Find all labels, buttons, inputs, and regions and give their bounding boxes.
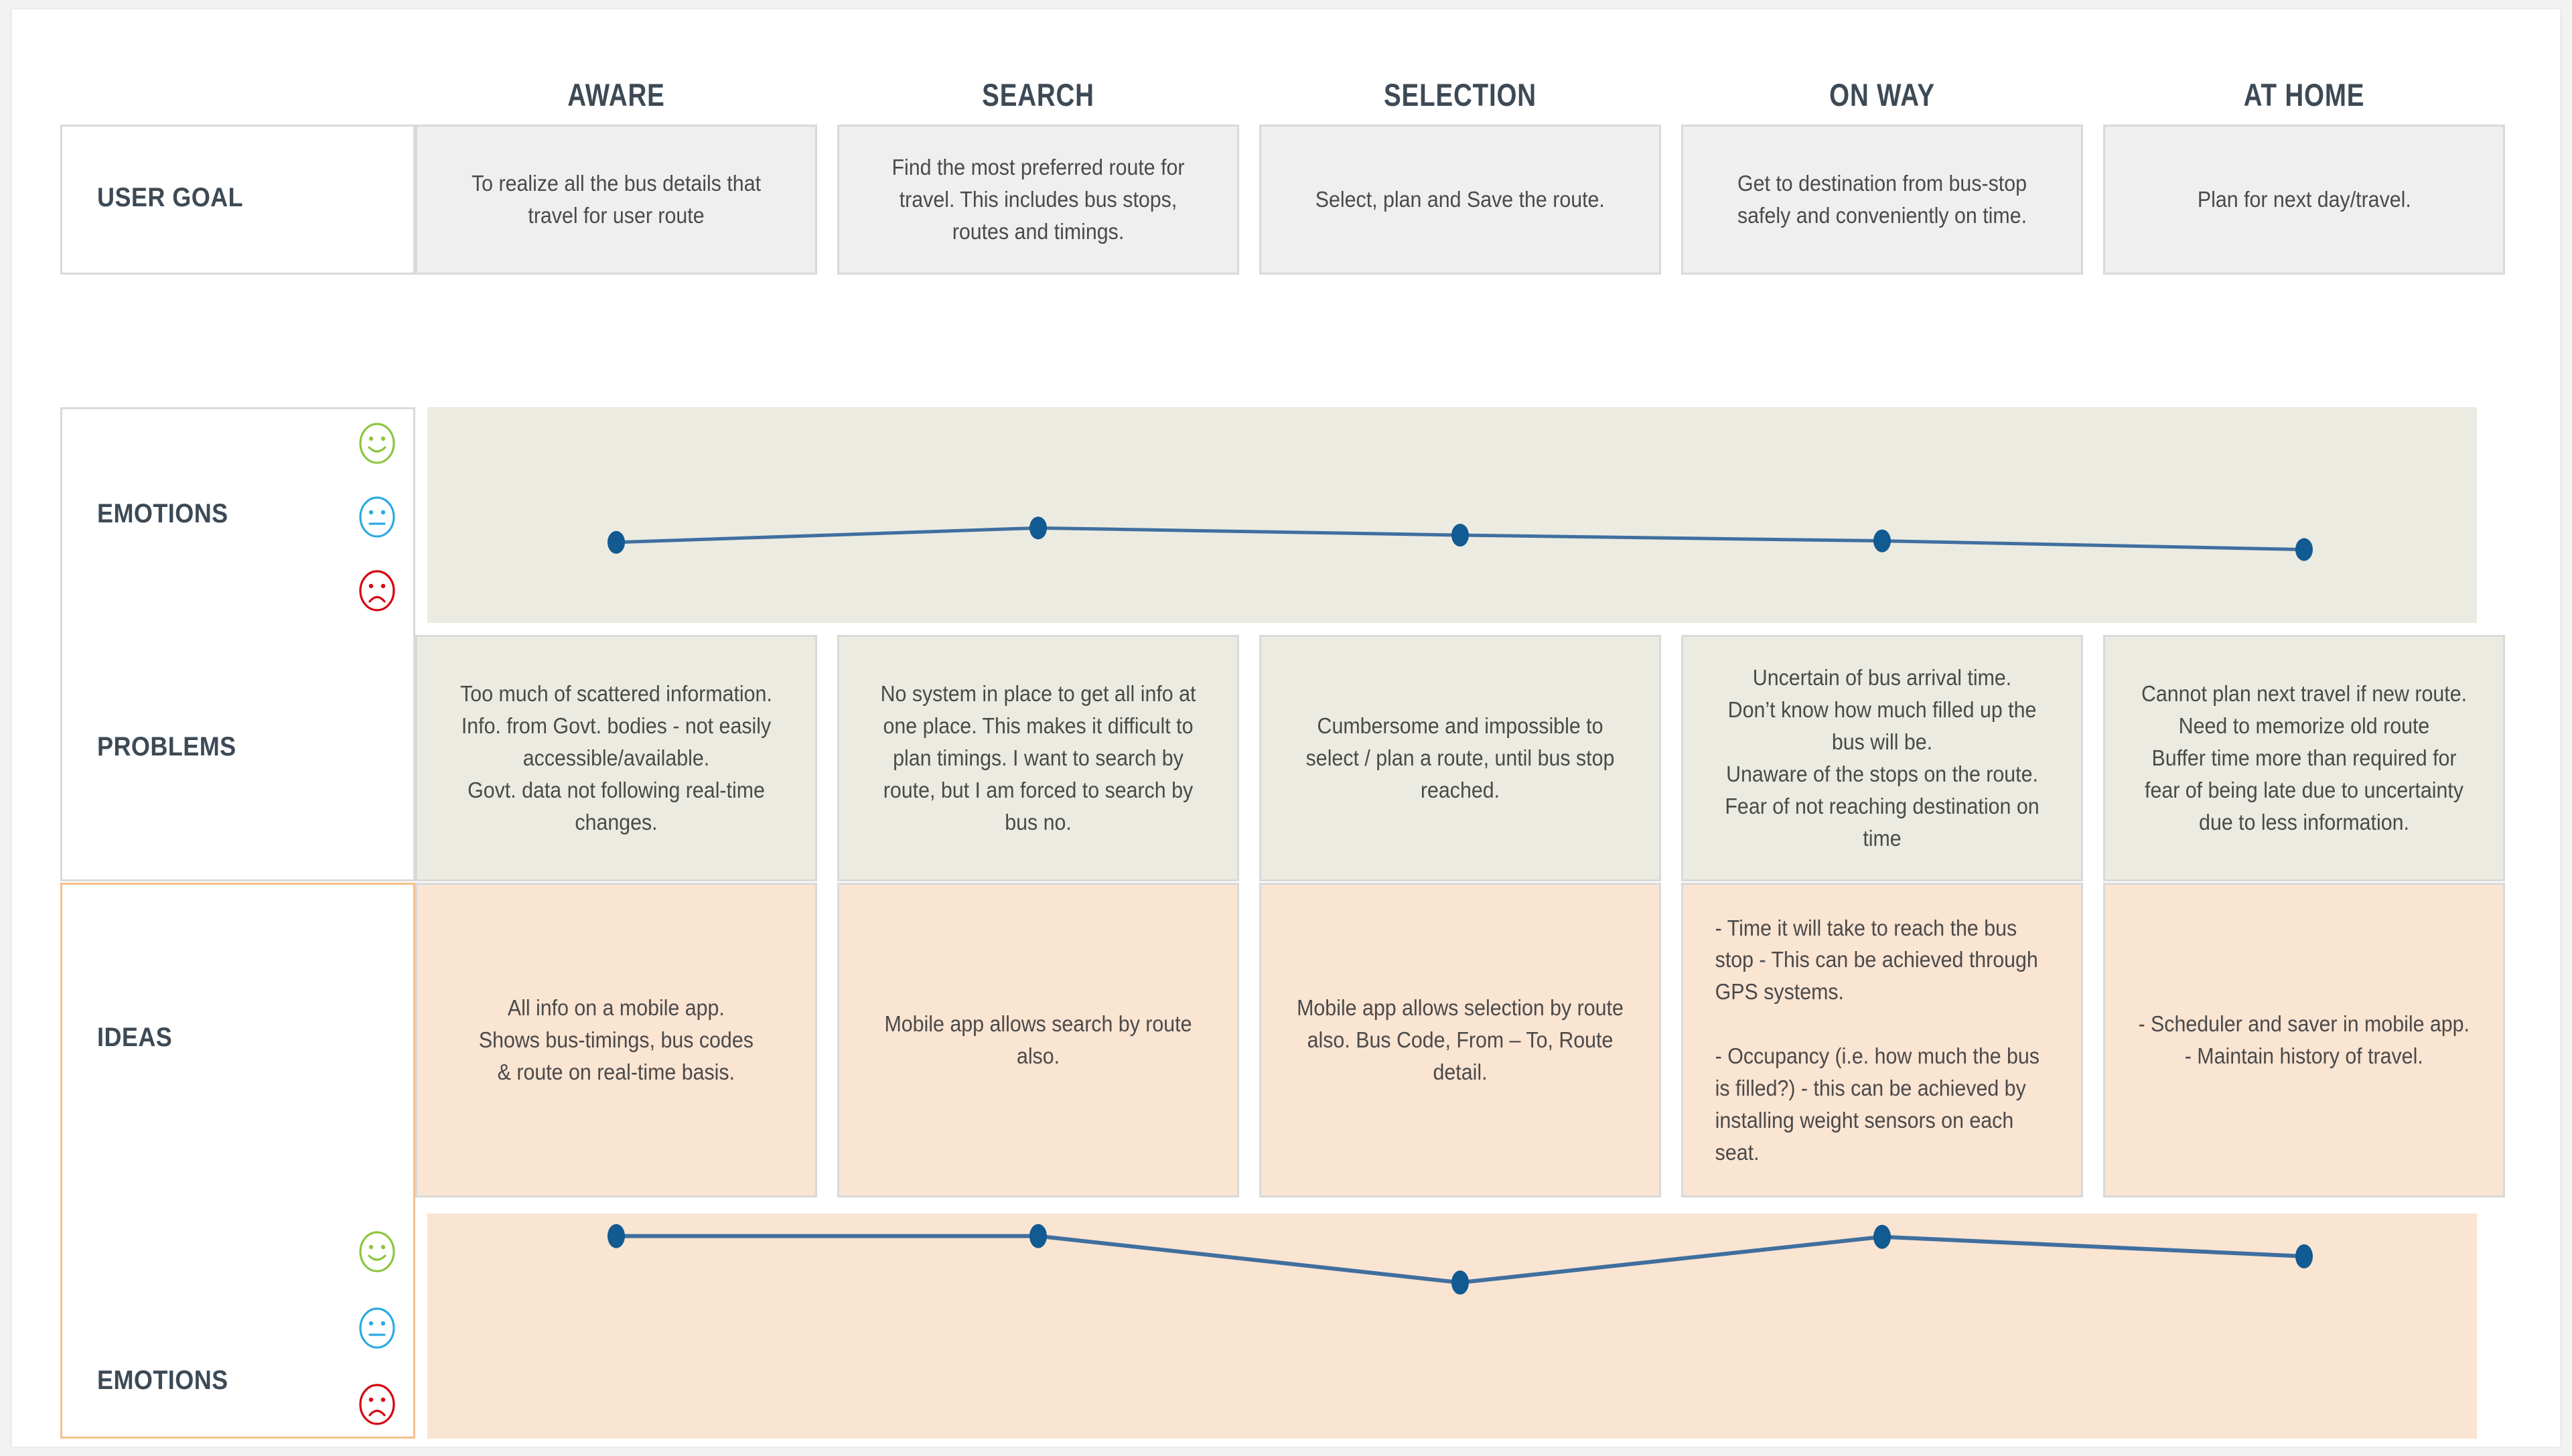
row-label-problems-text: PROBLEMS xyxy=(97,732,236,761)
ideas-cell-aware: All info on a mobile app. Shows bus-timi… xyxy=(415,883,817,1197)
problems-cell-text: Cumbersome and impossible to select / pl… xyxy=(1305,713,1615,802)
stage-header-selection: SELECTION xyxy=(1384,77,1537,113)
ideas-cell-text: - Scheduler and saver in mobile app. - M… xyxy=(2138,1011,2470,1068)
problems-cell-aware: Too much of scattered information. Info.… xyxy=(415,635,817,881)
problems-cell-text: Cannot plan next travel if new route. Ne… xyxy=(2141,681,2468,834)
journey-map-canvas: AWARE SEARCH SELECTION ON WAY AT HOME USER GO… xyxy=(12,9,2560,1447)
row-label-emotions-problems: EMOTIONS PROBLEMS xyxy=(60,407,415,881)
neutral-face-icon xyxy=(356,496,399,538)
emotions-current-state-point-aware[interactable] xyxy=(608,530,625,554)
problems-cell-athome: Cannot plan next travel if new route. Ne… xyxy=(2103,635,2505,881)
row-label-ideas-text: IDEAS xyxy=(97,1023,173,1052)
problems-cell-text: Uncertain of bus arrival time. Don’t kno… xyxy=(1725,665,2040,851)
emotions-future-state-point-selection[interactable] xyxy=(1451,1270,1469,1295)
user-goal-cell-text: Find the most preferred route for travel… xyxy=(891,155,1185,244)
ideas-cell-text: - Time it will take to reach the bus sto… xyxy=(1715,915,2040,1165)
problems-cell-onway: Uncertain of bus arrival time. Don’t kno… xyxy=(1681,635,2083,881)
emotions-top-level-band-happy xyxy=(427,407,2477,476)
emotions-future-state-point-aware[interactable] xyxy=(608,1224,625,1248)
ideas-cell-text: All info on a mobile app. Shows bus-timi… xyxy=(478,995,754,1084)
row-label-user-goal: USER GOAL xyxy=(60,125,415,275)
ideas-cell-selection: Mobile app allows selection by route als… xyxy=(1259,883,1661,1197)
emotions-bottom-chart-band xyxy=(427,1214,2477,1439)
emotions-bottom-level-band-neutral xyxy=(427,1290,2477,1362)
ideas-cell-text: Mobile app allows selection by route als… xyxy=(1297,995,1624,1084)
stage-header-aware: AWARE xyxy=(567,77,665,113)
emotions-current-state-point-athome[interactable] xyxy=(2295,538,2313,561)
problems-cell-text: Too much of scattered information. Info.… xyxy=(460,681,772,834)
sad-face-icon xyxy=(356,569,399,612)
user-goal-cell-text: Plan for next day/travel. xyxy=(2197,187,2411,212)
row-label-user-goal-text: USER GOAL xyxy=(97,183,244,212)
user-goal-cell-text: To realize all the bus details that trav… xyxy=(471,171,762,228)
happy-face-icon xyxy=(356,422,399,465)
user-goal-cell-text: Select, plan and Save the route. xyxy=(1315,187,1605,212)
stage-header-onway: ON WAY xyxy=(1829,77,1935,113)
user-goal-cell-search: Find the most preferred route for travel… xyxy=(837,125,1239,275)
emotions-current-state-point-onway[interactable] xyxy=(1873,529,1891,553)
stage-header-search: SEARCH xyxy=(982,77,1094,113)
row-label-emotions-bottom-text: EMOTIONS xyxy=(97,1366,228,1395)
stage-header-athome: AT HOME xyxy=(2243,77,2365,113)
emotions-future-state-point-onway[interactable] xyxy=(1873,1224,1891,1249)
user-goal-cell-athome: Plan for next day/travel. xyxy=(2103,125,2505,275)
ideas-cell-text: Mobile app allows search by route also. xyxy=(884,1011,1192,1068)
problems-cell-search: No system in place to get all info at on… xyxy=(837,635,1239,881)
emotions-current-state-line-chart xyxy=(608,516,2313,561)
user-goal-cell-onway: Get to destination from bus-stop safely … xyxy=(1681,125,2083,275)
sad-face-icon xyxy=(356,1383,399,1426)
ideas-cell-athome: - Scheduler and saver in mobile app. - M… xyxy=(2103,883,2505,1197)
neutral-face-icon xyxy=(356,1307,399,1350)
emotions-current-state-point-selection[interactable] xyxy=(1451,524,1469,547)
emotions-current-state-point-search[interactable] xyxy=(1029,516,1047,540)
row-label-emotions-top-text: EMOTIONS xyxy=(97,499,228,528)
emotions-future-state-line-chart xyxy=(608,1224,2313,1295)
ideas-cell-onway: - Time it will take to reach the bus sto… xyxy=(1681,883,2083,1197)
user-goal-cell-aware: To realize all the bus details that trav… xyxy=(415,125,817,275)
emotions-top-level-band-sad xyxy=(427,554,2477,623)
problems-cell-text: No system in place to get all info at on… xyxy=(880,681,1196,834)
row-label-ideas-emotions: IDEAS EMOTIONS xyxy=(60,883,415,1439)
emotions-bottom-level-band-sad xyxy=(427,1366,2477,1439)
emotions-future-state-point-athome[interactable] xyxy=(2295,1244,2313,1268)
ideas-cell-search: Mobile app allows search by route also. xyxy=(837,883,1239,1197)
user-goal-cell-text: Get to destination from bus-stop safely … xyxy=(1737,171,2027,228)
emotions-future-state-point-search[interactable] xyxy=(1029,1224,1047,1248)
problems-cell-selection: Cumbersome and impossible to select / pl… xyxy=(1259,635,1661,881)
user-goal-cell-selection: Select, plan and Save the route. xyxy=(1259,125,1661,275)
happy-face-icon xyxy=(356,1230,399,1273)
